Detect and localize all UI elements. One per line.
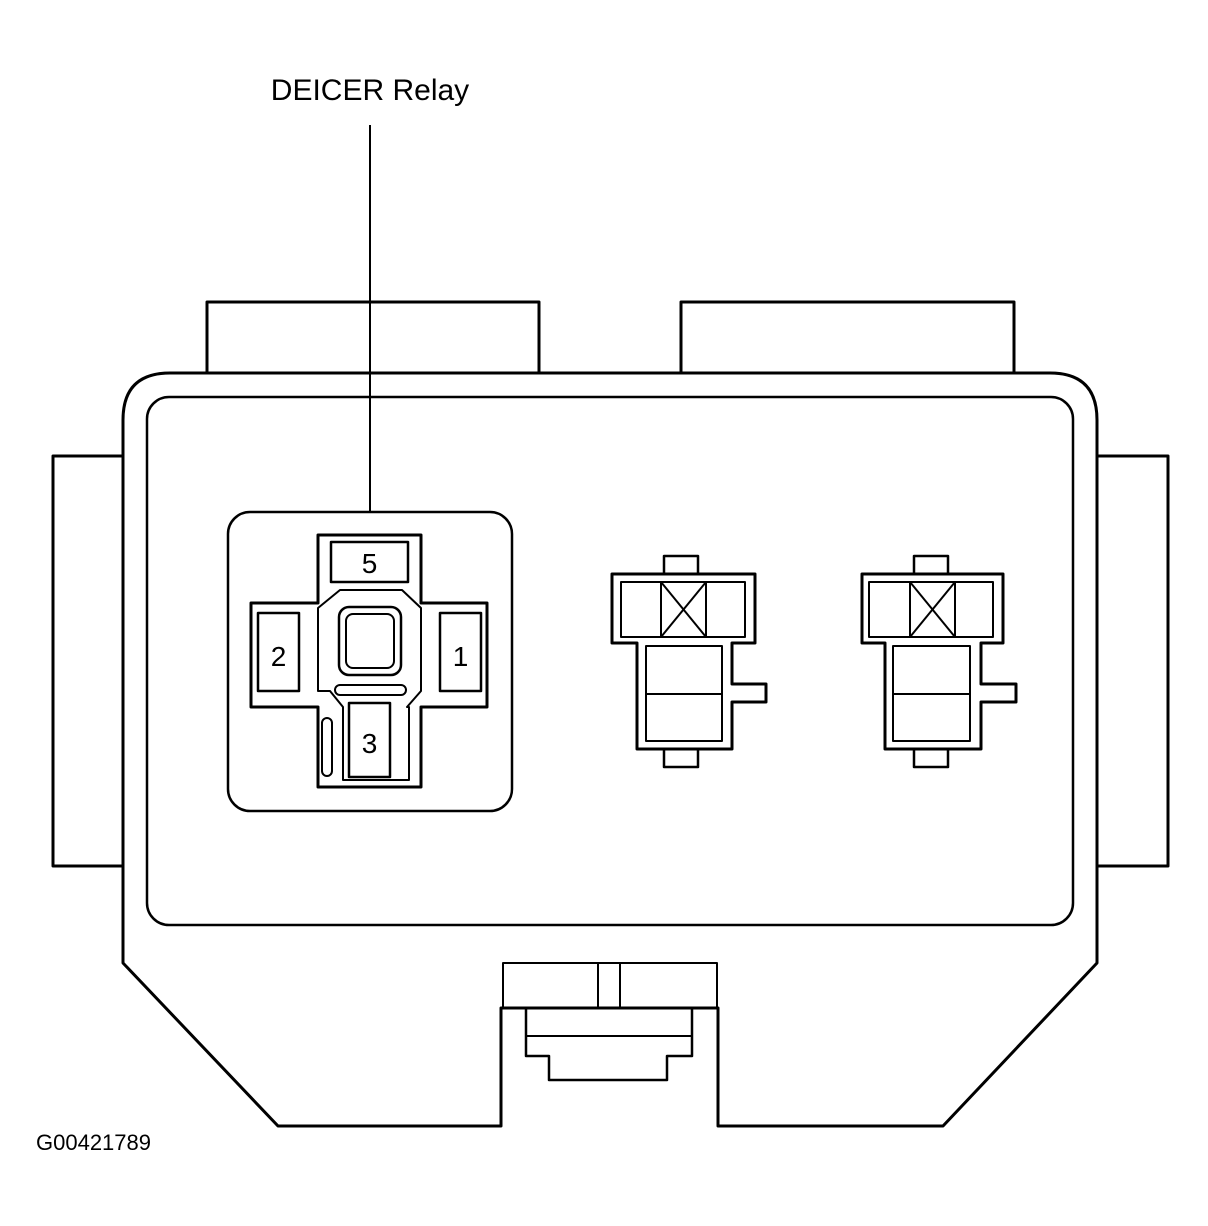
terminal-2-label: 2 <box>271 641 287 672</box>
deicer-relay-socket: 5 2 1 3 <box>226 510 514 813</box>
relay-horizontal-slot <box>334 684 407 696</box>
deicer-relay-label: DEICER Relay <box>271 74 469 107</box>
terminal-5 <box>329 540 410 584</box>
fuse-socket-1 <box>610 554 768 769</box>
inner-panel <box>145 395 1075 927</box>
terminal-1 <box>438 611 483 693</box>
right-side-tab <box>1096 454 1170 868</box>
terminal-5-label: 5 <box>362 548 378 579</box>
relay-socket-frame <box>226 510 514 813</box>
relay-cross-outline <box>249 533 489 789</box>
relay-center-square <box>337 605 403 677</box>
terminal-3 <box>347 701 392 779</box>
terminal-2 <box>256 611 301 693</box>
relay-inner-outline <box>317 589 422 781</box>
top-right-mounting-tab <box>679 300 1016 373</box>
top-left-mounting-tab <box>205 300 541 373</box>
left-side-tab <box>51 454 123 868</box>
figure-id: G00421789 <box>36 1130 151 1155</box>
relay-center-square-inner <box>345 613 395 669</box>
terminal-1-label: 1 <box>453 641 469 672</box>
relay-vertical-slot <box>321 717 333 777</box>
housing-outline <box>121 371 1099 1128</box>
fuse-socket-2 <box>860 554 1018 769</box>
terminal-3-label: 3 <box>362 728 378 759</box>
bottom-connector <box>502 962 718 1082</box>
